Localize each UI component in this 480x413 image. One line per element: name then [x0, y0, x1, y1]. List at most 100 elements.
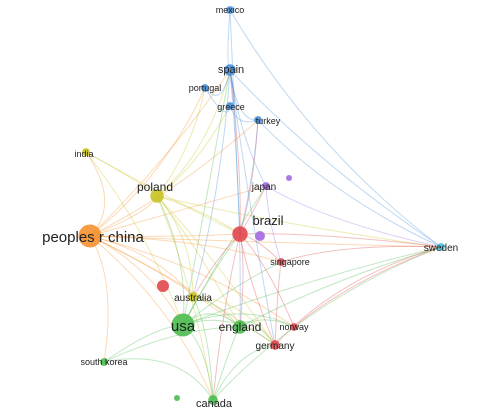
edge-poland-sweden	[156, 195, 442, 248]
label-canada: canada	[196, 398, 233, 410]
edge-poland-germany	[156, 195, 276, 346]
node-unlabeled-1[interactable]	[255, 231, 265, 241]
edge-peoples_r_china-spain	[89, 69, 231, 237]
node-australia[interactable]	[188, 292, 198, 302]
edge-mexico-brazil	[229, 9, 241, 235]
edge-south_korea-england	[103, 326, 241, 363]
edge-spain-japan	[229, 69, 267, 187]
edge-singapore-germany	[274, 261, 282, 346]
label-singapore: singapore	[270, 257, 310, 267]
node-peoples-r-china[interactable]	[78, 224, 102, 248]
label-norway: norway	[279, 322, 309, 332]
edge-india-brazil	[85, 151, 241, 235]
edge-peoples_r_china-usa	[89, 235, 184, 326]
label-japan: japan	[251, 182, 276, 193]
edge-brazil-norway	[239, 233, 295, 328]
edge-spain-mexico	[227, 9, 231, 71]
node-unlabeled-3[interactable]	[174, 395, 180, 401]
edge-japan-singapore	[265, 185, 282, 263]
node-japan[interactable]	[262, 182, 270, 190]
edge-usa-spain	[182, 69, 231, 326]
edge-peoples_r_china-sweden	[89, 235, 442, 248]
node-greece[interactable]	[226, 102, 234, 110]
edge-peoples_r_china-portugal	[89, 87, 206, 237]
edge-england-sweden	[239, 246, 442, 328]
label-turkey: turkey	[256, 116, 281, 126]
edge-poland-portugal	[156, 87, 206, 197]
edge-peoples_r_china-australia	[89, 235, 194, 298]
edge-usa-sweden	[182, 246, 442, 326]
edge-peoples_r_china-turkey	[89, 119, 259, 237]
node-sweden[interactable]	[437, 243, 445, 251]
edge-usa-singapore	[182, 261, 282, 326]
edge-peoples_r_china-germany	[89, 235, 276, 346]
node-unlabeled-0[interactable]	[286, 175, 292, 181]
label-india: india	[74, 149, 93, 159]
node-germany[interactable]	[270, 340, 280, 350]
node-turkey[interactable]	[254, 116, 262, 124]
label-england: england	[219, 320, 262, 334]
edge-turkey-sweden	[257, 119, 442, 248]
edge-poland-brazil	[156, 195, 241, 235]
edge-poland-spain	[156, 69, 231, 197]
node-spain[interactable]	[224, 64, 236, 76]
edge-peoples_r_china-south_korea	[89, 235, 109, 363]
edge-mexico-sweden	[229, 9, 442, 248]
label-portugal: portugal	[189, 83, 222, 93]
edge-usa-brazil	[182, 233, 241, 326]
edge-poland-greece	[156, 105, 231, 197]
label-mexico: mexico	[216, 5, 245, 15]
edge-canada-germany	[212, 344, 276, 401]
edge-peoples_r_china-japan	[89, 185, 267, 237]
label-poland: poland	[137, 180, 173, 194]
edge-spain-sweden	[229, 69, 442, 248]
node-usa[interactable]	[171, 313, 195, 337]
edge-peoples_r_china-england	[89, 235, 241, 328]
edge-spain-portugal	[204, 69, 231, 96]
node-layer	[78, 6, 445, 405]
node-brazil[interactable]	[232, 226, 248, 242]
node-england[interactable]	[233, 320, 247, 334]
edge-spain-australia	[192, 69, 231, 298]
node-canada[interactable]	[208, 395, 218, 405]
edge-usa-poland	[156, 195, 185, 326]
label-usa: usa	[171, 318, 196, 335]
node-norway[interactable]	[290, 323, 298, 331]
edge-canada-australia	[192, 296, 214, 401]
edge-peoples_r_china-brazil	[89, 233, 241, 237]
label-layer: mexico spain portugal greece turkey india pola…	[42, 5, 458, 410]
label-sweden: sweden	[424, 243, 458, 254]
edge-poland-australia	[156, 195, 194, 298]
node-poland[interactable]	[150, 189, 164, 203]
edge-canada-sweden	[212, 246, 442, 401]
edge-usa-norway	[182, 313, 295, 328]
edge-south_korea-canada	[103, 358, 214, 401]
label-peoples-r-china: peoples r china	[42, 229, 144, 246]
label-south-korea: south korea	[80, 357, 127, 367]
edge-spain-germany	[229, 69, 276, 346]
edge-peoples_r_china-singapore	[89, 235, 282, 263]
label-spain: spain	[218, 64, 244, 76]
edge-brazil-turkey	[239, 119, 259, 235]
edge-peoples_r_china-canada	[89, 235, 214, 401]
edge-japan-sweden	[265, 185, 442, 248]
node-unlabeled-2[interactable]	[157, 280, 169, 292]
node-mexico[interactable]	[226, 6, 234, 14]
label-greece: greece	[217, 102, 245, 112]
edge-brazil-spain	[229, 69, 241, 235]
label-brazil: brazil	[252, 213, 283, 228]
edge-poland-england	[156, 195, 241, 328]
node-portugal[interactable]	[201, 84, 209, 92]
node-south-korea[interactable]	[100, 358, 108, 366]
node-india[interactable]	[82, 148, 90, 156]
label-germany: germany	[256, 341, 295, 352]
edge-norway-sweden	[293, 246, 442, 328]
edge-brazil-canada	[212, 233, 241, 401]
edge-singapore-sweden	[280, 245, 442, 263]
node-singapore[interactable]	[277, 258, 285, 266]
label-australia: australia	[174, 293, 212, 304]
edge-india-usa	[85, 151, 184, 326]
edge-peoples_r_china-norway	[89, 235, 295, 328]
